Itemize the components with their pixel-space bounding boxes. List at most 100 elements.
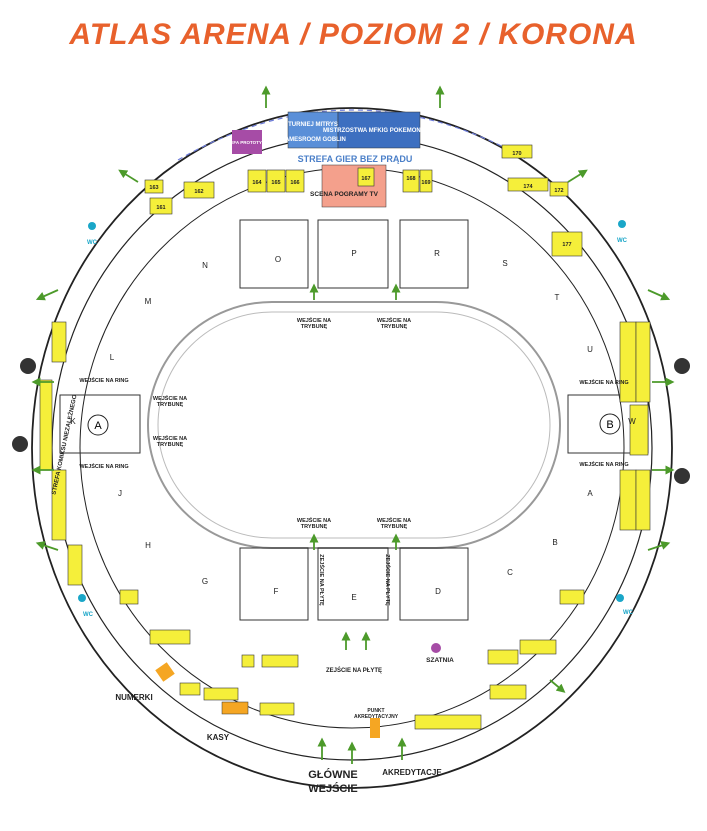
stand[interactable] (549, 181, 569, 197)
sector-letter: A (587, 489, 593, 498)
akredytacje-label: AKREDYTACJE (382, 768, 442, 777)
wc-label: WC (87, 240, 98, 246)
kasy-booth[interactable] (221, 701, 249, 715)
stand[interactable] (489, 684, 527, 700)
map-title: ATLAS ARENA / POZIOM 2 / KORONA (69, 18, 638, 51)
stand[interactable] (619, 321, 637, 403)
sector-letter: E (351, 593, 356, 602)
sector-letter: T (555, 293, 560, 302)
zone-gamesroom-label: GAMESROOM GOBLIN (280, 137, 346, 143)
punkt-booth[interactable] (370, 718, 380, 738)
tribune-block (239, 219, 309, 289)
stand[interactable] (551, 231, 583, 257)
stand[interactable] (51, 321, 67, 363)
entrance-label: TRYBUNĘ (381, 324, 408, 330)
stand-number: 172 (554, 188, 563, 194)
stand-labels: 164 165 166 167 168 169 162 161 163 170 … (149, 151, 571, 248)
exit-icon (12, 436, 28, 452)
kasy-label: KASY (207, 733, 230, 742)
sector-letter: D (435, 587, 441, 596)
arena-track-outer (147, 301, 561, 549)
sector-letter: U (587, 345, 593, 354)
tribune-block (399, 547, 469, 621)
stand-number: 162 (194, 189, 203, 195)
stand[interactable] (629, 404, 649, 456)
games-zone-outline (177, 109, 529, 161)
exit-icons (12, 358, 690, 484)
sector-letter: B (552, 538, 557, 547)
stand[interactable] (357, 167, 375, 187)
stand[interactable] (285, 169, 305, 193)
wc-icon (618, 220, 626, 228)
entrance-label: TRYBUNĘ (381, 524, 408, 530)
stand[interactable] (183, 181, 215, 199)
tribune-block (317, 547, 389, 621)
entrance-label: WEJŚCIE NA (153, 435, 187, 442)
end-zone-a-label: A (94, 420, 102, 432)
stand[interactable] (507, 177, 549, 192)
tribune-blocks (59, 219, 649, 621)
end-zone-a (87, 414, 109, 436)
stand[interactable] (635, 321, 651, 403)
strefa-gier-label: STREFA GIER BEZ PRĄDU (298, 154, 413, 164)
entrance-label: WEJŚCIE NA RING (579, 461, 628, 468)
exit-icon (674, 358, 690, 374)
stand[interactable] (266, 169, 286, 193)
end-zone-b (599, 413, 621, 435)
entrance-label: WEJŚCIE NA (377, 317, 411, 324)
stand[interactable] (261, 654, 299, 668)
stand[interactable] (501, 144, 533, 159)
entrance-label: TRYBUNĘ (157, 402, 184, 408)
zone-turniej[interactable] (287, 111, 339, 149)
zone-strefa-prototypow[interactable] (232, 130, 262, 154)
stand[interactable] (419, 169, 433, 193)
arrow-icon (647, 289, 671, 301)
stand-number: 169 (421, 180, 430, 186)
stand[interactable] (635, 469, 651, 531)
stand[interactable] (241, 654, 255, 668)
sector-letter: R (434, 249, 440, 258)
stand[interactable] (414, 714, 482, 730)
stand[interactable] (119, 589, 139, 605)
arrow-icon (567, 169, 588, 183)
stand-number: 161 (156, 205, 165, 211)
stand[interactable] (203, 687, 239, 701)
entrance-label: TRYBUNĘ (157, 442, 184, 448)
stand[interactable] (487, 649, 519, 665)
stand[interactable] (259, 702, 295, 716)
sector-letter: W (628, 417, 636, 426)
entrance-labels: WEJŚCIE NA TRYBUNĘ WEJŚCIE NA TRYBUNĘ WE… (79, 317, 628, 530)
stand[interactable] (67, 544, 83, 586)
zejscie-plyte-vertical-1: ZEJŚCIE NA PŁYTĘ (318, 554, 325, 606)
stand[interactable] (619, 469, 637, 531)
arrow-icon (35, 541, 59, 551)
numerki-booth[interactable] (155, 662, 175, 682)
stand[interactable] (247, 169, 267, 193)
zejscie-plyte-label: ZEJŚCIE NA PŁYTĘ (326, 667, 382, 674)
zejscie-plyte-vertical-2: ZEJŚCIE NA PŁYTĘ (384, 554, 391, 606)
numerki-label: NUMERKI (115, 693, 152, 702)
entrance-label: WEJŚCIE NA RING (579, 379, 628, 386)
stand[interactable] (519, 639, 557, 655)
stands-group (39, 144, 651, 730)
szatnia-label: SZATNIA (426, 657, 454, 664)
stand[interactable] (179, 682, 201, 696)
stand[interactable] (144, 179, 164, 194)
exit-icon (20, 358, 36, 374)
stand[interactable] (149, 197, 173, 215)
arena-track-inner (157, 311, 551, 539)
stand[interactable] (402, 169, 420, 193)
wc-icon (78, 594, 86, 602)
stand[interactable] (149, 629, 191, 645)
zone-scena[interactable] (321, 164, 387, 208)
stand[interactable] (51, 469, 67, 541)
end-zone-b-label: B (606, 419, 613, 431)
sector-letter: C (507, 568, 513, 577)
sector-letter: H (145, 541, 151, 550)
stand[interactable] (39, 379, 53, 471)
sector-letter: P (351, 249, 356, 258)
zone-mistrzostwa[interactable] (337, 111, 421, 149)
sector-letter: F (274, 587, 279, 596)
stand[interactable] (559, 589, 585, 605)
